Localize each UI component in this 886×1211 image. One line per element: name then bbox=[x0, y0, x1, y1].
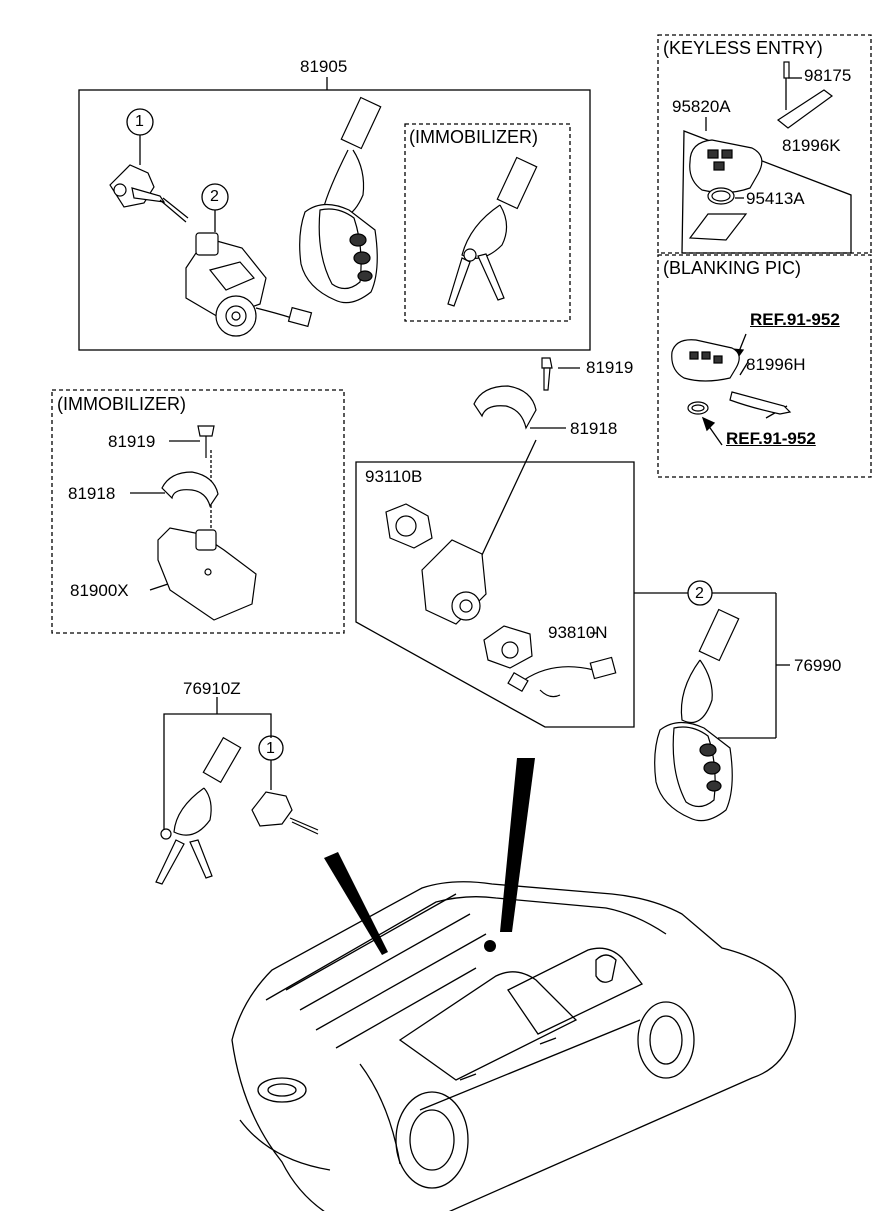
ref-91-952-bottom-link[interactable]: REF.91-952 bbox=[726, 429, 816, 448]
callout-2-mid: 2 bbox=[695, 585, 704, 602]
flip-key-icon bbox=[299, 96, 382, 304]
smart-key-remote-icon bbox=[688, 139, 763, 241]
callout-circle-1-top bbox=[126, 108, 154, 136]
callout-circle-2-mid bbox=[687, 580, 713, 606]
blanking-remote-icon bbox=[671, 339, 792, 415]
callout-1-top: 1 bbox=[135, 113, 144, 130]
frame-immobilizer-top bbox=[404, 123, 571, 322]
key-set-icon bbox=[155, 736, 319, 885]
part-76910Z-label: 76910Z bbox=[183, 679, 241, 698]
blanking-pic-header: (BLANKING PIC) bbox=[663, 258, 802, 278]
part-95413A-label: 95413A bbox=[746, 189, 805, 208]
part-81918-right-label: 81918 bbox=[570, 419, 618, 438]
part-81919-right-label: 81919 bbox=[586, 358, 634, 377]
frame-95820A bbox=[681, 130, 852, 254]
ref-91-952-top-link[interactable]: REF.91-952 bbox=[750, 310, 840, 329]
immobilizer-keys-icon bbox=[447, 156, 538, 307]
ignition-lock-icon bbox=[185, 232, 313, 337]
vehicle-outline-icon bbox=[231, 881, 796, 1211]
part-81905-label: 81905 bbox=[300, 57, 348, 76]
part-95820A-label: 95820A bbox=[672, 97, 731, 116]
part-81996K-label: 81996K bbox=[782, 136, 841, 155]
part-93110B-label: 93110B bbox=[365, 467, 423, 486]
steering-clamp-icon bbox=[473, 385, 537, 430]
frame-blanking-pic bbox=[657, 254, 872, 478]
immobilizer-top-header: (IMMOBILIZER) bbox=[409, 127, 538, 147]
ignition-assembly-icon bbox=[385, 503, 617, 698]
door-lock-cylinder-icon bbox=[109, 164, 189, 223]
part-81996H-label: 81996H bbox=[746, 355, 806, 374]
emergency-key-icon bbox=[776, 61, 834, 129]
part-81919-left-label: 81919 bbox=[108, 432, 156, 451]
callout-1-bottom: 1 bbox=[266, 740, 275, 757]
frame-keyless-entry bbox=[657, 34, 872, 254]
callout-2-top: 2 bbox=[210, 188, 219, 205]
callout-circle-2-top bbox=[201, 183, 229, 211]
keyless-entry-header: (KEYLESS ENTRY) bbox=[663, 38, 823, 58]
frame-ignition-assy bbox=[355, 461, 635, 728]
pointer-wedges bbox=[324, 758, 535, 955]
part-98175-label: 98175 bbox=[804, 66, 852, 85]
shear-bolt-icon bbox=[541, 357, 553, 391]
immobilizer-housing-icon bbox=[157, 425, 257, 621]
flip-key-76990-icon bbox=[654, 608, 740, 822]
frame-81905 bbox=[78, 89, 591, 351]
part-76990-label: 76990 bbox=[794, 656, 842, 675]
immobilizer-left-header: (IMMOBILIZER) bbox=[57, 394, 186, 414]
part-81918-left-label: 81918 bbox=[68, 484, 116, 503]
frame-immobilizer-left bbox=[51, 389, 345, 634]
part-81900X-label: 81900X bbox=[70, 581, 129, 600]
callout-circle-1-bottom bbox=[258, 735, 284, 761]
part-93810N-label: 93810N bbox=[548, 623, 608, 642]
